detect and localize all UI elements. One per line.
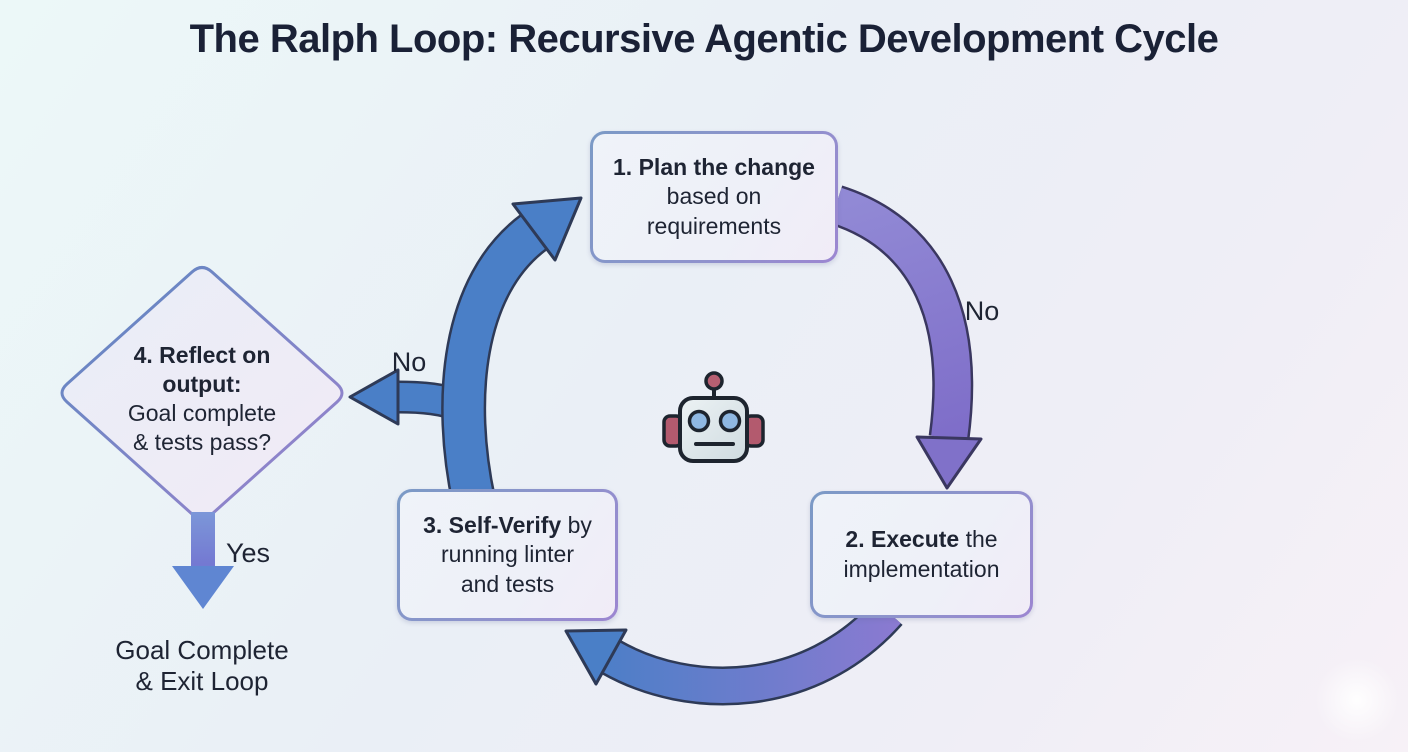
node-execute-rest: the xyxy=(959,526,998,553)
arrow-yes-exit xyxy=(172,512,234,609)
node-verify-line2: running linter xyxy=(441,541,574,568)
page-title: The Ralph Loop: Recursive Agentic Develo… xyxy=(189,17,1219,61)
exit-line2: & Exit Loop xyxy=(135,665,269,696)
node-reflect-bold1: 4. Reflect on xyxy=(133,342,271,368)
exit-loop-text: Goal Complete & Exit Loop xyxy=(86,635,318,696)
label-no-plan-execute: No xyxy=(964,296,1000,326)
node-plan-line3: requirements xyxy=(646,212,782,239)
node-reflect-bold2: output: xyxy=(162,370,242,397)
node-reflect-line4: & tests pass? xyxy=(132,428,272,455)
node-plan: 1. Plan the change based on requirements xyxy=(590,131,838,263)
robot-icon xyxy=(662,371,765,463)
arrow-plan-to-execute xyxy=(829,185,983,490)
label-no-reflect: No xyxy=(391,347,427,377)
node-verify-line3: and tests xyxy=(460,570,555,597)
node-plan-line2: based on xyxy=(666,183,762,210)
node-execute: 2. Execute the implementation xyxy=(810,491,1033,618)
node-plan-bold: 1. Plan the change xyxy=(613,153,815,180)
label-yes: Yes xyxy=(225,538,271,568)
node-reflect-line3: Goal complete xyxy=(127,399,277,426)
exit-line1: Goal Complete xyxy=(115,635,289,665)
node-verify-rest: by xyxy=(561,511,592,538)
node-reflect-text: 4. Reflect on output: Goal complete & te… xyxy=(92,341,312,457)
arrow-verify-to-plan xyxy=(441,196,583,507)
node-execute-bold: 2. Execute xyxy=(845,526,960,553)
node-verify-bold: 3. Self-Verify xyxy=(423,511,562,538)
node-verify: 3. Self-Verify by running linter and tes… xyxy=(397,489,618,621)
node-execute-line2: implementation xyxy=(843,555,1000,582)
arrow-execute-to-verify xyxy=(564,598,903,706)
